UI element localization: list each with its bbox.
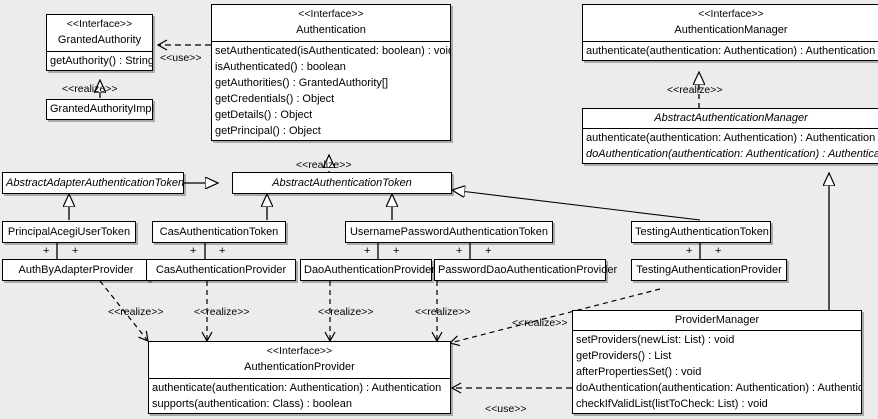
class-name-label: GrantedAuthority xyxy=(57,34,142,46)
section-divider xyxy=(573,330,861,331)
class-box-abstract-adapter-authentication-token[interactable]: AbstractAdapterAuthenticationToken xyxy=(2,172,184,194)
class-box-provider-manager[interactable]: ProviderManager setProviders(newList: Li… xyxy=(572,310,862,414)
class-name-label: ProviderManager xyxy=(674,314,760,326)
class-box-cas-authentication-provider[interactable]: CasAuthenticationProvider xyxy=(146,259,296,281)
operation-item: getAuthorities() : GrantedAuthority[] xyxy=(215,77,389,89)
operation-item: checkIfValidList(listToCheck: List) : vo… xyxy=(576,398,768,410)
section-divider xyxy=(212,41,450,42)
edge-testing-authentication-token-generalization xyxy=(452,190,701,221)
operation-item: getCredentials() : Object xyxy=(215,93,335,105)
operations-list-provider-manager: setProviders(newList: List) : void getPr… xyxy=(573,331,861,413)
class-name-label: CasAuthenticationProvider xyxy=(155,264,287,276)
class-header-granted-authority: <<Interface>> GrantedAuthority xyxy=(47,15,152,51)
class-name-label: UsernamePasswordAuthenticationToken xyxy=(349,226,549,238)
class-box-granted-authority[interactable]: <<Interface>> GrantedAuthority getAuthor… xyxy=(46,14,153,71)
class-name-label: TestingAuthenticationToken xyxy=(635,226,769,238)
operations-list-authentication-manager: authenticate(authentication: Authenticat… xyxy=(583,42,878,60)
class-name-label: AuthenticationManager xyxy=(674,24,788,36)
class-name-label: PrincipalAcegiUserToken xyxy=(7,226,131,238)
class-box-authentication-manager[interactable]: <<Interface>> AuthenticationManager auth… xyxy=(582,4,878,61)
class-box-abstract-authentication-manager[interactable]: AbstractAuthenticationManager authentica… xyxy=(582,108,878,164)
operation-item: authenticate(authentication: Authenticat… xyxy=(152,382,442,394)
operations-list-authentication-provider: authenticate(authentication: Authenticat… xyxy=(149,379,450,413)
edge-label-realize-auth-by-adapter-provider: <<realize>> xyxy=(108,306,164,318)
class-box-testing-authentication-provider[interactable]: TestingAuthenticationProvider xyxy=(631,259,787,281)
operation-item: supports(authentication: Class) : boolea… xyxy=(152,398,352,410)
operation-item: setAuthenticated(isAuthenticated: boolea… xyxy=(215,45,450,57)
section-divider xyxy=(583,128,878,129)
operation-item: afterPropertiesSet() : void xyxy=(576,366,702,378)
class-header-authentication: <<Interface>> Authentication xyxy=(212,5,450,41)
class-name-label: CasAuthenticationToken xyxy=(159,226,279,238)
operation-item: getPrincipal() : Object xyxy=(215,125,321,137)
association-multiplicity-plus: + xyxy=(72,245,79,257)
stereotype-label: <<Interface>> xyxy=(66,18,133,30)
section-divider xyxy=(47,51,152,52)
operation-item: getAuthority() : String xyxy=(50,55,152,67)
association-multiplicity-plus: + xyxy=(364,245,371,257)
operation-item: setProviders(newList: List) : void xyxy=(576,334,735,346)
operation-item: doAuthentication(authentication: Authent… xyxy=(586,148,878,160)
association-multiplicity-plus: + xyxy=(393,245,400,257)
class-box-testing-authentication-token[interactable]: TestingAuthenticationToken xyxy=(631,221,771,243)
class-name-label: DaoAuthenticationProvider xyxy=(304,264,435,276)
class-box-authentication[interactable]: <<Interface>> Authentication setAuthenti… xyxy=(211,4,451,141)
association-multiplicity-plus: + xyxy=(686,245,693,257)
stereotype-label: <<Interface>> xyxy=(266,345,333,357)
class-header-authentication-manager: <<Interface>> AuthenticationManager xyxy=(583,5,878,41)
class-box-cas-authentication-token[interactable]: CasAuthenticationToken xyxy=(152,221,286,243)
association-multiplicity-plus: + xyxy=(219,245,226,257)
stereotype-label: <<Interface>> xyxy=(698,8,764,20)
class-box-password-dao-authentication-provider[interactable]: PasswordDaoAuthenticationProvider xyxy=(434,259,617,281)
operations-list-authentication: setAuthenticated(isAuthenticated: boolea… xyxy=(212,42,450,140)
association-multiplicity-plus: + xyxy=(190,245,197,257)
operation-item: authenticate(authentication: Authenticat… xyxy=(586,45,876,57)
operations-list-abstract-authentication-manager: authenticate(authentication: Authenticat… xyxy=(583,129,878,163)
class-name-label: Authentication xyxy=(296,24,366,36)
class-name-label: AbstractAdapterAuthenticationToken xyxy=(6,177,185,189)
operation-item: getProviders() : List xyxy=(576,350,672,362)
edge-label-use-provider-manager: <<use>> xyxy=(485,403,527,415)
class-name-label: GrantedAuthorityImpl xyxy=(50,103,154,115)
class-name-label: TestingAuthenticationProvider xyxy=(636,264,782,276)
edge-auth-by-adapter-provider-realizes-authentication-provider xyxy=(99,280,149,342)
edge-label-use-authentication-granted-authority: <<use>> xyxy=(160,52,202,64)
class-name-label: AbstractAuthenticationToken xyxy=(272,177,412,189)
operation-item: authenticate(authentication: Authenticat… xyxy=(586,132,876,144)
operation-item: doAuthentication(authentication: Authent… xyxy=(576,382,861,394)
class-name-label: AbstractAuthenticationManager xyxy=(654,112,808,124)
class-box-granted-authority-impl[interactable]: GrantedAuthorityImpl xyxy=(46,99,154,120)
class-name-label: PasswordDaoAuthenticationProvider xyxy=(438,264,618,276)
association-multiplicity-plus: + xyxy=(715,245,722,257)
class-box-dao-authentication-provider[interactable]: DaoAuthenticationProvider xyxy=(300,259,435,281)
class-box-abstract-authentication-token[interactable]: AbstractAuthenticationToken xyxy=(232,172,452,194)
stereotype-label: <<Interface>> xyxy=(298,8,364,20)
class-header-provider-manager: ProviderManager xyxy=(573,311,861,330)
edge-label-realize-granted-authority-impl: <<realize>> xyxy=(62,83,118,95)
class-header-abstract-authentication-manager: AbstractAuthenticationManager xyxy=(583,109,878,128)
class-box-authentication-provider[interactable]: <<Interface>> AuthenticationProvider aut… xyxy=(148,341,451,414)
section-divider xyxy=(149,378,450,379)
edge-label-realize-testing-provider: <<realize>> xyxy=(512,317,568,329)
operation-item: getDetails() : Object xyxy=(215,109,313,121)
class-box-username-password-authentication-token[interactable]: UsernamePasswordAuthenticationToken xyxy=(345,221,553,243)
class-box-principal-acegi-user-token[interactable]: PrincipalAcegiUserToken xyxy=(2,221,136,243)
class-name-label: AuthenticationProvider xyxy=(244,361,355,373)
edge-testing-provider-realizes-authentication-provider xyxy=(448,288,661,347)
class-box-auth-by-adapter-provider[interactable]: AuthByAdapterProvider xyxy=(2,259,150,281)
edge-label-realize-abstract-authentication-token: <<realize>> xyxy=(296,159,352,171)
association-multiplicity-plus: + xyxy=(43,245,50,257)
edge-label-realize-cas-provider: <<realize>> xyxy=(194,306,250,318)
edge-label-realize-dao-provider: <<realize>> xyxy=(318,306,374,318)
class-header-authentication-provider: <<Interface>> AuthenticationProvider xyxy=(149,342,450,378)
edge-label-realize-abstract-authentication-manager: <<realize>> xyxy=(667,84,723,96)
association-multiplicity-plus: + xyxy=(485,245,492,257)
association-multiplicity-plus: + xyxy=(456,245,463,257)
section-divider xyxy=(583,41,878,42)
class-name-label: AuthByAdapterProvider xyxy=(18,264,134,276)
edge-label-realize-password-dao-provider: <<realize>> xyxy=(415,306,471,318)
operation-item: isAuthenticated() : boolean xyxy=(215,61,346,73)
operations-list-granted-authority: getAuthority() : String xyxy=(47,52,152,70)
